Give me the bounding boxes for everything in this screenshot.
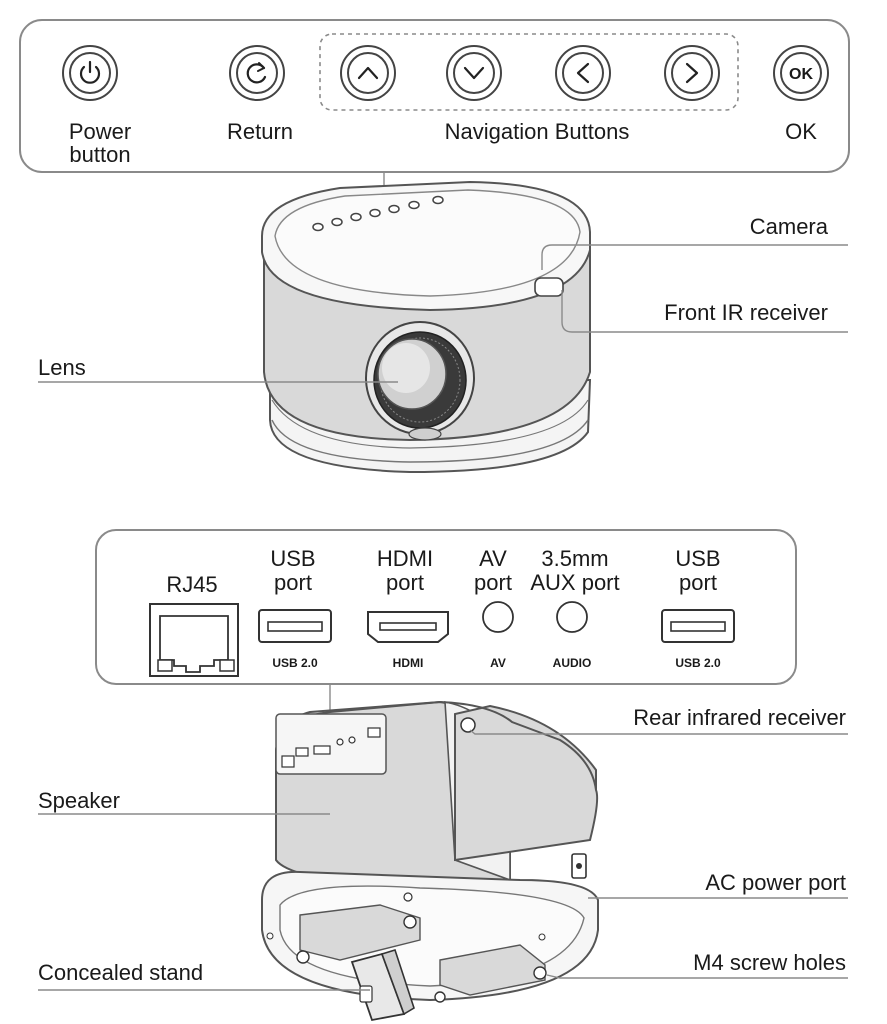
lens <box>365 321 475 435</box>
return-button[interactable] <box>229 45 285 101</box>
av-port[interactable]: AV port AV <box>474 546 514 670</box>
usb-port-1-title-line2: port <box>274 570 312 595</box>
hdmi-port[interactable]: HDMI port HDMI <box>367 546 449 670</box>
chevron-left-icon <box>576 62 590 84</box>
rear-ir-label: Rear infrared receiver <box>633 705 846 730</box>
hdmi-title-line2: port <box>386 570 424 595</box>
aux-title: 3.5mm <box>541 546 608 571</box>
rear-port-panel: RJ45 USB port USB 2.0 HDMI port HDMI AV … <box>95 529 797 685</box>
rj45-port[interactable]: RJ45 <box>149 572 239 677</box>
top-button-panel: OK Power button Return Navigation Button… <box>19 19 850 173</box>
screw-holes-label: M4 screw holes <box>693 950 846 975</box>
stand-label: Concealed stand <box>38 960 203 985</box>
av-sub: AV <box>490 656 506 670</box>
speaker-label: Speaker <box>38 788 120 813</box>
chevron-up-icon <box>357 66 379 80</box>
power-label: Power <box>69 119 131 144</box>
av-jack-icon <box>482 601 514 633</box>
return-icon <box>246 62 267 84</box>
up-button[interactable] <box>340 45 396 101</box>
projector-front-view <box>261 180 592 474</box>
ok-label: OK <box>785 119 817 144</box>
usb-port-1[interactable]: USB port USB 2.0 <box>258 546 332 670</box>
chevron-right-icon <box>685 62 699 84</box>
usb-port-1-sub: USB 2.0 <box>272 656 318 670</box>
usb-port-2-title-line2: port <box>679 570 717 595</box>
ok-icon: OK <box>789 66 813 83</box>
aux-port[interactable]: 3.5mm AUX port AUDIO <box>530 546 619 670</box>
right-button[interactable] <box>664 45 720 101</box>
camera-window <box>534 277 564 297</box>
concealed-stand <box>350 949 415 1022</box>
down-button[interactable] <box>446 45 502 101</box>
front-ir-label: Front IR receiver <box>664 300 828 325</box>
hdmi-title: HDMI <box>377 546 433 571</box>
chevron-down-icon <box>463 66 485 80</box>
power-button[interactable] <box>62 45 118 101</box>
lens-label: Lens <box>38 355 86 380</box>
rj45-title: RJ45 <box>166 572 217 597</box>
usb-port-2-sub: USB 2.0 <box>675 656 721 670</box>
projector-rear-view <box>261 700 599 1022</box>
av-title: AV <box>479 546 507 571</box>
left-button[interactable] <box>555 45 611 101</box>
av-title-line2: port <box>474 570 512 595</box>
rear-callouts: Rear infrared receiver Speaker AC power … <box>38 705 848 991</box>
rear-ir-window <box>460 717 476 733</box>
brand-label-plate <box>408 427 442 441</box>
front-callouts: Camera Front IR receiver Lens <box>38 214 848 383</box>
aux-title-line2: AUX port <box>530 570 619 595</box>
rear-port-strip <box>275 713 387 775</box>
usb-icon <box>267 621 323 632</box>
screw-holes <box>266 892 547 1003</box>
top-button-dots <box>312 195 444 232</box>
ac-power-label: AC power port <box>705 870 846 895</box>
navigation-group-outline <box>319 33 739 111</box>
usb-port-1-title: USB <box>270 546 315 571</box>
usb-icon <box>670 621 726 632</box>
usb-port-2[interactable]: USB port USB 2.0 <box>661 546 735 670</box>
aux-sub: AUDIO <box>553 656 592 670</box>
audio-jack-icon <box>556 601 588 633</box>
power-label-line2: button <box>69 142 130 167</box>
power-icon <box>79 60 101 84</box>
navigation-label: Navigation Buttons <box>445 119 630 144</box>
camera-label: Camera <box>750 214 829 239</box>
hdmi-sub: HDMI <box>393 656 424 670</box>
usb-port-2-title: USB <box>675 546 720 571</box>
return-label: Return <box>227 119 293 144</box>
ok-button[interactable]: OK <box>773 45 829 101</box>
